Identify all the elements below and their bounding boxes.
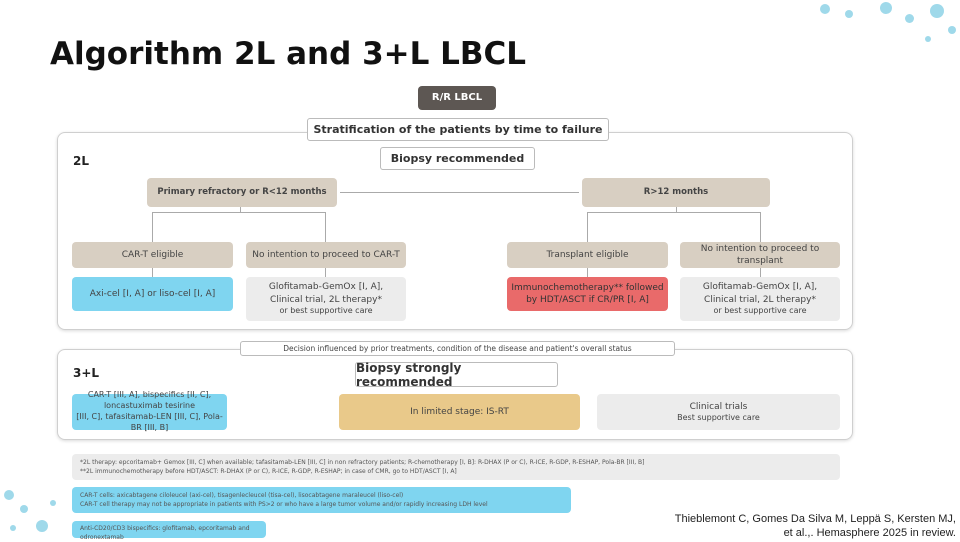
page-title: Algorithm 2L and 3+L LBCL bbox=[50, 36, 527, 72]
stratification-box: Stratification of the patients by time t… bbox=[307, 118, 609, 141]
no-transplant-box: No intention to proceed to transplant bbox=[680, 242, 840, 268]
therapy-footnote: *2L therapy: epcoritamab+ Gemox [III, C]… bbox=[72, 454, 840, 480]
footnote-line: *2L therapy: epcoritamab+ Gemox [III, C]… bbox=[80, 459, 645, 466]
label-2l: 2L bbox=[73, 154, 89, 168]
left-branch-box: Primary refractory or R<12 months bbox=[147, 178, 337, 207]
glofit-right-line: or best supportive care bbox=[713, 305, 807, 315]
glofit-right-box: Glofitamab-GemOx [I, A], Clinical trial,… bbox=[680, 277, 840, 321]
root-box: R/R LBCL bbox=[418, 86, 496, 110]
trials-line: Clinical trials bbox=[689, 401, 748, 412]
bispecifics-note: Anti-CD20/CD3 bispecifics: glofitamab, e… bbox=[72, 521, 266, 541]
glofit-right-line: Glofitamab-GemOx [I, A], bbox=[702, 282, 818, 293]
limited-stage-box: In limited stage: IS-RT bbox=[339, 394, 580, 430]
glofit-left-line: Clinical trial, 2L therapy* bbox=[270, 294, 382, 305]
citation-line: Thieblemont C, Gomes Da Silva M, Leppä S… bbox=[674, 513, 956, 525]
decision-box: Decision influenced by prior treatments,… bbox=[240, 341, 675, 356]
axicel-box: Axi-cel [I, A] or liso-cel [I, A] bbox=[72, 277, 233, 311]
footnote-line: CAR-T cells: axicabtagene ciloleucel (ax… bbox=[80, 492, 404, 499]
no-cart-box: No intention to proceed to CAR-T bbox=[246, 242, 406, 268]
cart-3l-line: CAR-T [III, A], bispecifics [II, C], lon… bbox=[87, 390, 212, 411]
footnote-line: CAR-T cell therapy may not be appropriat… bbox=[80, 501, 488, 508]
double-arrow bbox=[340, 192, 579, 193]
immuno-line: Immunochemotherapy** followed bbox=[511, 282, 664, 293]
glofit-right-line: Clinical trial, 2L therapy* bbox=[704, 294, 816, 305]
biopsy-recommended: Biopsy recommended bbox=[380, 147, 535, 170]
cart-3l-box: CAR-T [III, A], bispecifics [II, C], lon… bbox=[72, 390, 227, 432]
transplant-eligible-box: Transplant eligible bbox=[507, 242, 668, 268]
immuno-box: Immunochemotherapy** followed by HDT/ASC… bbox=[507, 277, 668, 311]
trials-box: Clinical trials Best supportive care bbox=[597, 394, 840, 430]
immuno-line: by HDT/ASCT if CR/PR [I, A] bbox=[526, 295, 649, 305]
cart-cells-note: CAR-T cells: axicabtagene ciloleucel (ax… bbox=[72, 487, 571, 513]
glofit-left-line: Glofitamab-GemOx [I, A], bbox=[268, 282, 384, 293]
cart-3l-line: [III, C], tafasitamab-LEN [III, C], Pola… bbox=[76, 412, 223, 432]
right-branch-box: R>12 months bbox=[582, 178, 770, 207]
label-3l: 3+L bbox=[73, 366, 100, 380]
footnote-line: **2L immunochemotherapy before HDT/ASCT:… bbox=[80, 468, 457, 475]
trials-line: Best supportive care bbox=[677, 412, 760, 422]
biopsy-strongly-recommended: Biopsy strongly recommended bbox=[355, 361, 558, 389]
citation-line: et al.,. Hemasphere 2025 in review. bbox=[783, 527, 956, 539]
glofit-left-box: Glofitamab-GemOx [I, A], Clinical trial,… bbox=[246, 277, 406, 321]
citation: Thieblemont C, Gomes Da Silva M, Leppä S… bbox=[675, 512, 956, 540]
glofit-left-line: or best supportive care bbox=[279, 305, 373, 315]
cart-eligible-box: CAR-T eligible bbox=[72, 242, 233, 268]
